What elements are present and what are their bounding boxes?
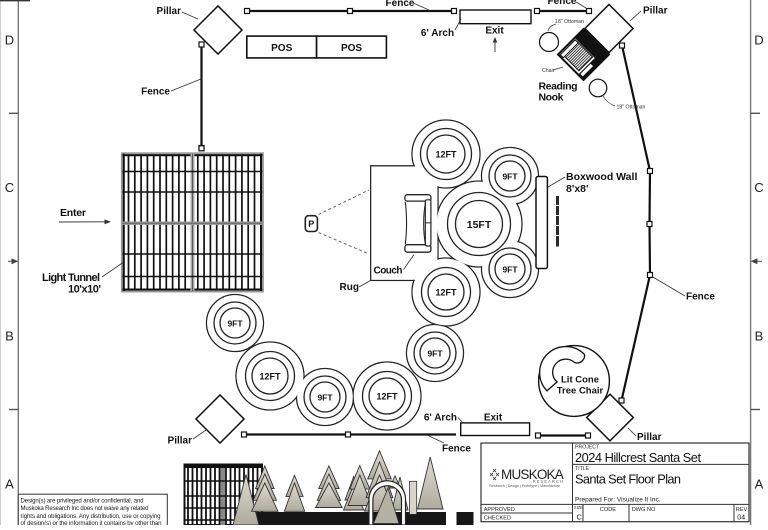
svg-text:Santa Set Floor Plan: Santa Set Floor Plan [575,472,681,487]
svg-text:10'x10': 10'x10' [68,284,101,296]
svg-text:Rug: Rug [340,282,359,293]
svg-text:9FT: 9FT [427,349,443,359]
svg-text:Pillar: Pillar [637,432,662,443]
svg-text:Lit Cone: Lit Cone [561,375,599,386]
svg-text:APPROVED: APPROVED [484,507,515,513]
svg-text:Research | Design | Prototype: Research | Design | Prototype | Manufact… [489,484,560,488]
svg-text:Boxwood Wall: Boxwood Wall [566,171,637,183]
svg-text:9FT: 9FT [317,393,333,403]
svg-text:A: A [5,477,14,492]
svg-text:Chair: Chair [542,68,555,74]
svg-text:Design(s) are privileged and/o: Design(s) are privileged and/or confiden… [21,498,144,505]
svg-text:Enter: Enter [60,207,86,219]
svg-text:Prepared For: Visualize It Inc: Prepared For: Visualize It Inc. [575,497,661,504]
svg-text:REV: REV [736,507,748,513]
svg-text:C: C [577,513,583,522]
svg-text:04: 04 [737,515,745,522]
svg-text:9FT: 9FT [502,265,518,275]
svg-text:Couch: Couch [374,266,403,277]
svg-text:Fence: Fence [141,87,170,98]
svg-text:12FT: 12FT [435,150,457,160]
svg-text:B: B [5,329,14,344]
svg-text:CHECKED: CHECKED [484,516,511,522]
svg-text:D: D [754,32,763,47]
svg-text:Nook: Nook [539,92,564,104]
svg-text:15FT: 15FT [467,219,492,231]
svg-text:Light Tunnel: Light Tunnel [42,272,100,284]
svg-text:DWG NO: DWG NO [632,507,656,513]
svg-text:Pillar: Pillar [168,436,193,447]
svg-text:CODE: CODE [600,507,616,513]
svg-text:C: C [5,180,14,195]
svg-text:Pillar: Pillar [157,6,182,17]
svg-text:Fence: Fence [386,0,415,9]
svg-text:C: C [754,180,763,195]
svg-text:Fence: Fence [548,0,577,7]
svg-text:of design(s) or the informatio: of design(s) or the information it conta… [21,520,162,525]
svg-text:9FT: 9FT [227,319,243,329]
svg-text:Fence: Fence [442,444,471,455]
svg-text:Muskoka Research Inc does not: Muskoka Research Inc does not waive any … [21,505,149,512]
svg-text:Fence: Fence [686,292,715,303]
svg-text:P: P [308,219,314,229]
svg-text:12FT: 12FT [435,288,457,298]
svg-text:Tree Chair: Tree Chair [557,386,604,397]
svg-text:18" Ottoman: 18" Ottoman [617,105,646,111]
svg-text:POS: POS [341,43,362,54]
svg-text:12FT: 12FT [376,392,398,402]
svg-text:Exit: Exit [485,26,504,37]
svg-text:6' Arch: 6' Arch [424,413,457,424]
svg-text:2024 Hillcrest Santa Set: 2024 Hillcrest Santa Set [575,450,701,465]
svg-text:9FT: 9FT [502,172,518,182]
svg-text:18" Ottoman: 18" Ottoman [555,19,584,25]
svg-text:12FT: 12FT [259,372,281,382]
svg-text:SIZE: SIZE [574,505,584,510]
svg-text:rights and obligations. Any di: rights and obligations. Any distribution… [21,513,161,520]
svg-text:6' Arch: 6' Arch [421,28,454,39]
svg-text:POS: POS [271,43,292,54]
svg-text:B: B [755,329,764,344]
svg-text:8'x8': 8'x8' [566,183,589,195]
svg-text:A: A [755,477,764,492]
svg-text:Exit: Exit [484,413,503,424]
svg-text:Pillar: Pillar [643,6,668,17]
svg-text:D: D [5,32,14,47]
